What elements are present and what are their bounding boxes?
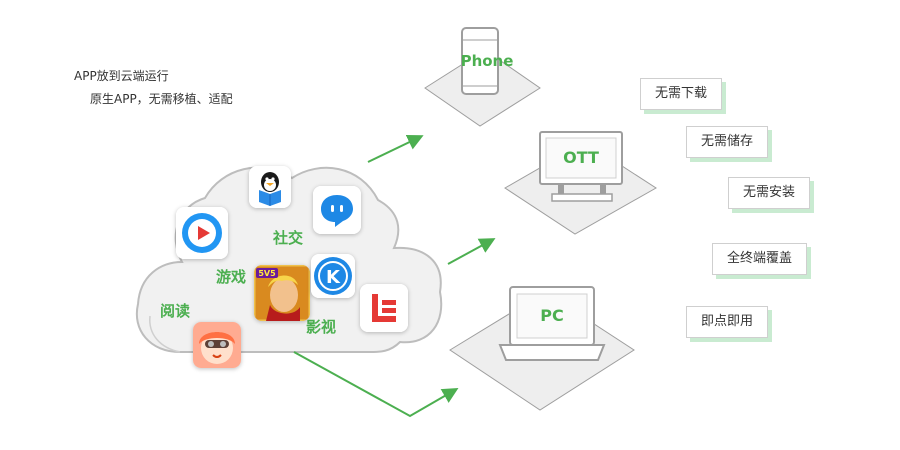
category-game: 游戏	[216, 268, 247, 286]
feature-all-terminals: 全终端覆盖	[712, 243, 808, 275]
intro-line-2: 原生APP，无需移植、适配	[90, 92, 233, 106]
chat-bubble-icon[interactable]	[313, 186, 361, 234]
feature-no-install: 无需安装	[728, 177, 811, 209]
device-label-ott: OTT	[563, 148, 599, 167]
device-label-pc: PC	[540, 306, 563, 325]
category-read: 阅读	[160, 302, 191, 320]
qq-reader-icon[interactable]	[249, 166, 291, 208]
game-hero-icon[interactable]: 5V5	[254, 265, 310, 321]
letv-icon[interactable]	[360, 284, 408, 332]
feature-instant-use: 即点即用	[686, 306, 769, 338]
feature-no-download: 无需下载	[640, 78, 723, 110]
game-badge-text: 5V5	[258, 269, 276, 278]
category-social: 社交	[273, 229, 304, 247]
arrow-to-phone	[367, 134, 424, 163]
ott-device: OTT	[504, 131, 657, 235]
arrow-to-ott	[447, 238, 496, 265]
video-player-icon[interactable]	[176, 207, 228, 259]
intro-line-1: APP放到云端运行	[74, 69, 169, 83]
device-label-phone: Phone	[461, 52, 514, 70]
arrows	[293, 134, 496, 418]
kugou-k-icon[interactable]: K	[311, 254, 355, 298]
comic-girl-icon[interactable]	[193, 322, 241, 368]
pc-device: PC	[449, 286, 635, 411]
arrow-to-pc	[293, 351, 459, 418]
phone-device: Phone	[424, 27, 541, 127]
category-video: 影视	[306, 318, 337, 336]
kugou-letter: K	[326, 267, 341, 288]
feature-no-storage: 无需储存	[686, 126, 769, 158]
